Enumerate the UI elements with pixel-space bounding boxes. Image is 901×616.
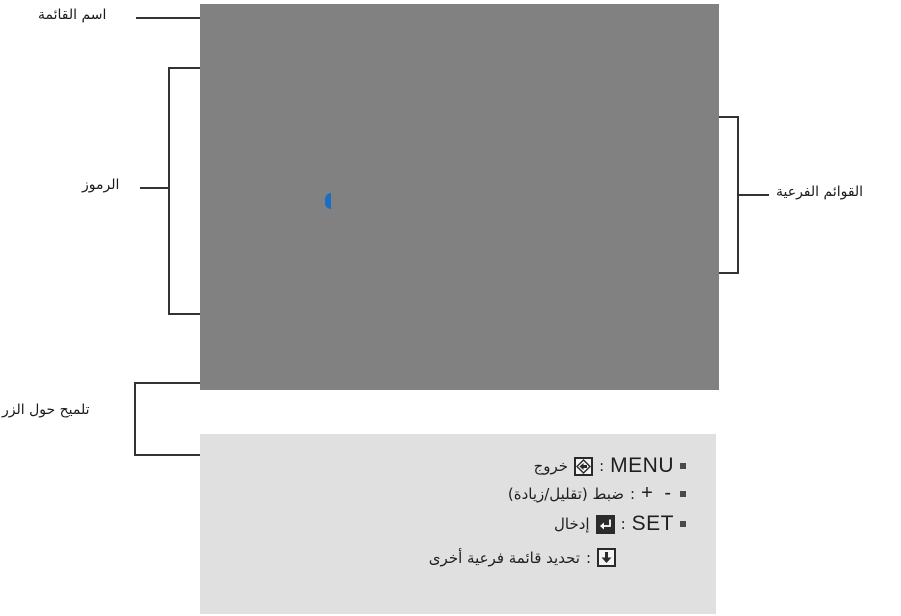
hint-adjust-text: ضبط (تقليل/زيادة) xyxy=(507,484,625,503)
callout-line xyxy=(140,187,168,189)
bullet-icon xyxy=(680,463,686,469)
callout-line xyxy=(719,272,739,274)
callout-icons: الرموز xyxy=(82,177,120,193)
hint-row-select: تحديد قائمة فرعية أخرى : xyxy=(429,548,616,567)
hint-menu-key: MENU xyxy=(610,454,674,477)
hint-menu-text: خروج xyxy=(533,457,569,475)
hint-row-menu: خروج : MENU xyxy=(534,454,686,478)
osd-screen xyxy=(200,4,719,390)
button-hint-panel: خروج : MENU ضبط (تقليل/زيادة) : + - إدخا… xyxy=(200,434,716,614)
down-arrow-icon xyxy=(597,548,616,567)
callout-line xyxy=(134,454,200,456)
hint-set-sep: : xyxy=(620,515,626,533)
hint-adjust-sep: : xyxy=(630,484,636,503)
hint-select-sep: : xyxy=(585,548,591,567)
callout-line xyxy=(168,67,170,315)
hint-adjust-keys: + - xyxy=(641,482,674,504)
callout-line xyxy=(136,17,200,19)
callout-line xyxy=(168,67,200,69)
hint-select-text: تحديد قائمة فرعية أخرى xyxy=(428,548,580,567)
bullet-icon xyxy=(680,490,686,497)
callout-line xyxy=(168,313,200,315)
callout-line xyxy=(739,194,769,196)
callout-line xyxy=(719,116,739,118)
hint-row-adjust: ضبط (تقليل/زيادة) : + - xyxy=(508,482,686,505)
hint-row-set: إدخال : SET xyxy=(554,512,686,536)
bullet-icon xyxy=(680,521,686,527)
callout-button-tip: تلميح حول الزر xyxy=(2,402,90,418)
callout-menu-name: اسم القائمة xyxy=(38,7,107,23)
hint-menu-sep: : xyxy=(599,457,605,475)
selection-marker-icon xyxy=(325,193,331,209)
callout-submenus: القوائم الفرعية xyxy=(776,184,864,200)
callout-line xyxy=(737,116,739,274)
callout-line xyxy=(134,382,136,456)
hint-set-text: إدخال xyxy=(554,515,590,533)
exit-arrow-icon xyxy=(574,456,594,476)
enter-return-icon xyxy=(595,514,615,534)
callout-line xyxy=(134,382,200,384)
hint-set-key: SET xyxy=(631,512,674,535)
